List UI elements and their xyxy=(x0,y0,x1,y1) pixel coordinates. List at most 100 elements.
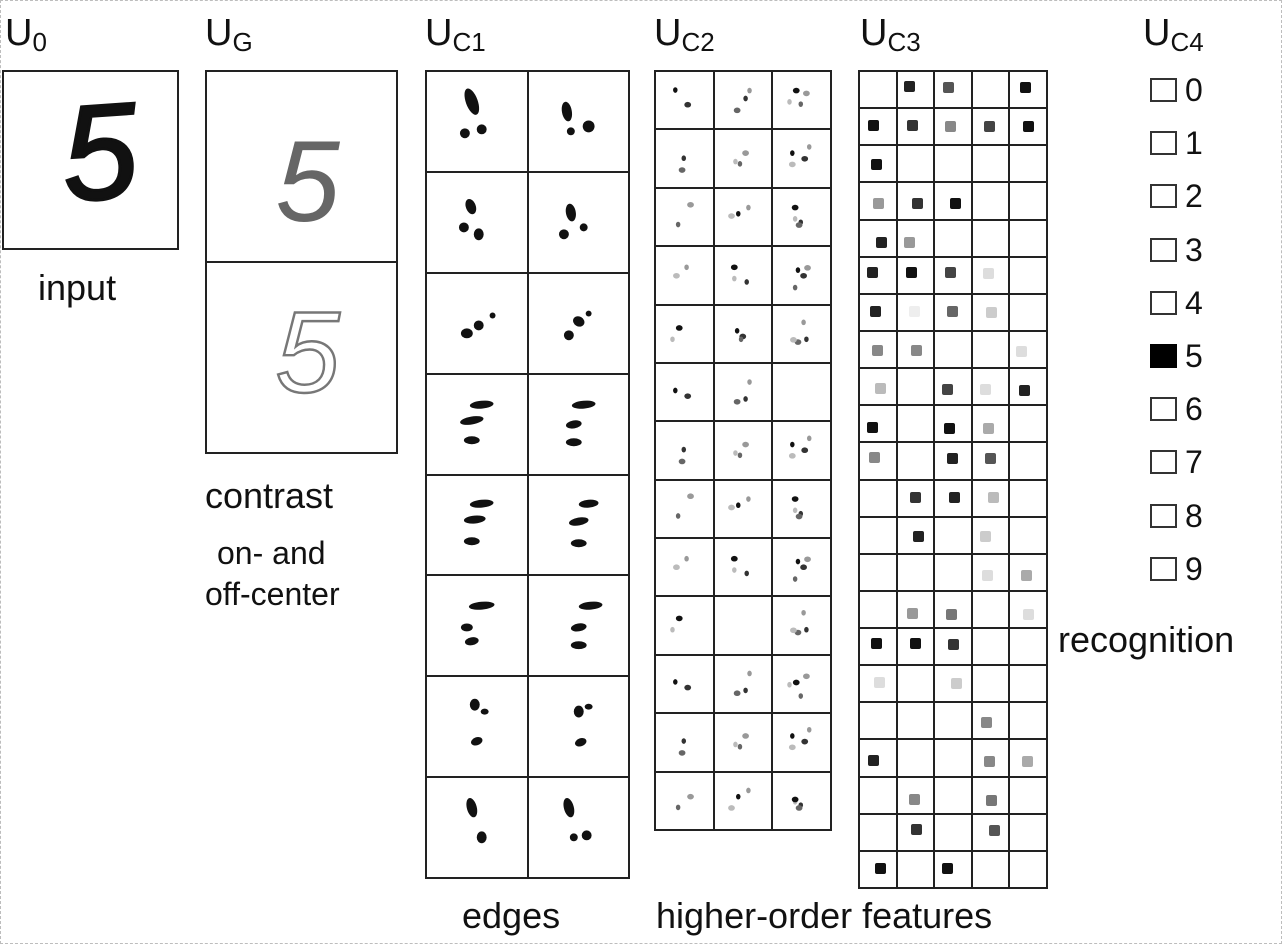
uc2-feature-map xyxy=(656,422,713,479)
edge-activation xyxy=(565,419,582,429)
uc3-feature-unit xyxy=(935,554,971,590)
uc2-activation xyxy=(737,161,742,168)
uc3-feature-unit xyxy=(897,777,934,813)
uc3-feature-unit xyxy=(897,331,934,368)
uc2-activation xyxy=(793,679,800,686)
uc3-feature-unit xyxy=(935,480,971,516)
uc2-activation xyxy=(675,221,681,228)
uc3-feature-unit xyxy=(1010,109,1046,145)
uc3-feature-unit xyxy=(972,591,1009,628)
uc3-feature-unit xyxy=(935,517,971,553)
edge-activation xyxy=(584,703,593,710)
edge-feature-map xyxy=(528,172,628,272)
uc3-feature-unit xyxy=(860,72,896,108)
edge-activation xyxy=(469,499,494,508)
uc3-feature-unit xyxy=(860,517,896,553)
uc2-feature-map xyxy=(773,188,830,246)
uc2-feature-map xyxy=(656,597,713,654)
uc2-activation xyxy=(673,273,680,279)
edge-activation xyxy=(473,320,484,331)
uc2-feature-map xyxy=(714,363,772,421)
uc2-activation xyxy=(678,167,686,174)
uc3-activation-dot xyxy=(1020,570,1032,582)
edge-activation xyxy=(581,830,592,841)
uc2-activation xyxy=(731,275,737,282)
uc2-feature-map xyxy=(714,655,772,713)
uc3-feature-unit xyxy=(935,109,971,145)
caption-higher-order-features: higher-order features xyxy=(656,895,993,936)
uc3-activation-dot xyxy=(979,531,991,543)
uc3-feature-unit xyxy=(935,777,971,813)
edge-activation xyxy=(570,538,587,547)
uc2-activation xyxy=(793,284,798,291)
uc3-feature-unit xyxy=(897,517,934,553)
uc2-activation xyxy=(687,793,694,800)
uc2-feature-map xyxy=(714,130,772,187)
uc3-feature-unit xyxy=(897,554,934,590)
uc3-activation-dot xyxy=(869,452,881,464)
caption-input: input xyxy=(38,267,117,308)
output-box xyxy=(1150,290,1177,315)
uc2-feature-map xyxy=(656,714,713,771)
uc3-feature-unit xyxy=(860,146,896,182)
uc2-activation xyxy=(741,733,749,740)
uc3-feature-unit xyxy=(860,554,896,590)
uc2-activation xyxy=(684,393,692,399)
uc3-feature-unit xyxy=(860,777,896,813)
output-box xyxy=(1150,450,1177,475)
uc2-activation xyxy=(801,610,807,617)
uc2-activation xyxy=(681,447,687,453)
uc3-activation-dot xyxy=(985,453,997,465)
uc3-feature-unit xyxy=(972,814,1009,850)
contrast-images: 5 5 xyxy=(207,117,396,418)
edge-activation xyxy=(578,601,602,611)
uc3-feature-grid xyxy=(858,70,1048,889)
uc3-feature-unit xyxy=(1010,443,1046,479)
uc2-activation xyxy=(798,693,804,699)
uc3-feature-unit xyxy=(860,369,896,405)
uc2-feature-map xyxy=(656,188,713,246)
edge-feature-map xyxy=(528,273,628,373)
uc2-activation xyxy=(741,150,749,157)
uc2-activation xyxy=(741,442,749,448)
uc3-feature-unit xyxy=(972,146,1009,182)
edge-activation xyxy=(464,637,479,646)
uc3-activation-dot xyxy=(980,384,992,396)
layer-label-u0: U0 xyxy=(5,12,47,57)
output-digit-label: 3 xyxy=(1185,231,1203,268)
uc3-feature-unit xyxy=(935,591,971,628)
output-digit-label: 8 xyxy=(1185,497,1203,534)
edge-activation xyxy=(471,737,483,746)
uc2-activation xyxy=(675,324,683,331)
uc3-activation-dot xyxy=(867,754,879,766)
uc2-activation xyxy=(681,155,687,162)
uc3-feature-unit xyxy=(935,257,971,293)
uc2-feature-map xyxy=(773,539,830,596)
uc3-activation-dot xyxy=(983,755,995,767)
uc2-activation xyxy=(745,204,751,211)
uc3-feature-unit xyxy=(860,591,896,628)
uc2-activation xyxy=(798,101,804,107)
uc3-feature-unit xyxy=(897,666,934,702)
edge-activation xyxy=(476,831,487,844)
uc3-feature-unit xyxy=(972,443,1009,479)
uc2-feature-map xyxy=(773,597,830,654)
uc3-feature-unit xyxy=(860,851,896,887)
output-digit-label: 9 xyxy=(1185,550,1203,587)
uc3-feature-unit xyxy=(1010,703,1046,739)
layer-label-uc1: UC1 xyxy=(425,12,486,57)
recognition-output-unit: 7 xyxy=(1150,446,1203,478)
uc3-activation-dot xyxy=(945,608,957,620)
edge-feature-map xyxy=(528,677,628,777)
uc3-feature-unit xyxy=(1010,851,1046,887)
uc3-feature-unit xyxy=(897,146,934,182)
edge-activation xyxy=(574,738,586,747)
uc3-activation-dot xyxy=(941,384,953,396)
uc3-feature-unit xyxy=(1010,591,1046,628)
uc3-activation-dot xyxy=(1020,82,1032,94)
caption-off-center: off-center xyxy=(205,576,340,612)
edge-activation xyxy=(469,400,494,409)
uc2-activation xyxy=(789,453,797,459)
edge-activation xyxy=(460,415,484,425)
